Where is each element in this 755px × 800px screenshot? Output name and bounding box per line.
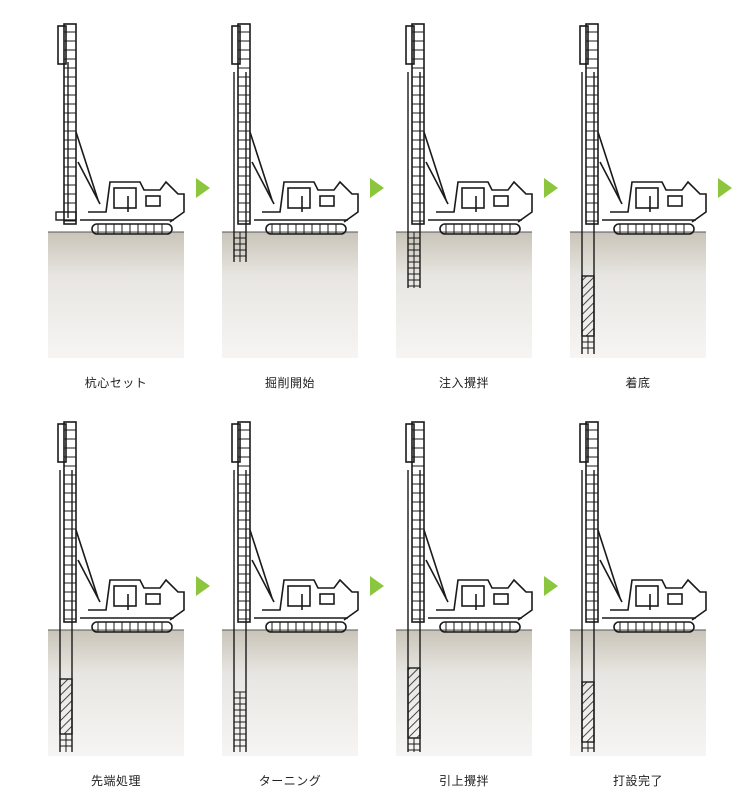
pile-driver-rig <box>579 421 707 633</box>
pile-driver-rig <box>57 23 185 235</box>
step-label: 杭心セット <box>84 376 148 390</box>
bore-rod <box>407 72 421 288</box>
pile-driver-rig <box>405 23 533 235</box>
bore-rod <box>581 470 595 752</box>
process-step-1: 杭心セット <box>48 12 185 397</box>
step-illustration <box>222 421 359 756</box>
step-label: 打設完了 <box>612 774 663 788</box>
next-step-arrow <box>370 576 384 596</box>
ground <box>48 232 184 358</box>
pile-driver-rig <box>405 421 533 633</box>
bore-rod <box>233 72 247 262</box>
process-step-5: 先端処理 <box>48 410 185 795</box>
step-label: 引上攪拌 <box>438 774 489 788</box>
soil-cement-column <box>59 678 73 735</box>
step-label: 着底 <box>625 376 651 390</box>
step-illustration <box>396 23 533 358</box>
process-step-6: ターニング <box>222 410 359 795</box>
step-label: 注入攪拌 <box>438 376 489 390</box>
next-step-arrow <box>718 178 732 198</box>
next-step-arrow <box>196 178 210 198</box>
step-illustration <box>222 23 359 358</box>
step-illustration <box>48 23 185 358</box>
bore-rod <box>59 470 73 752</box>
soil-cement-column <box>581 275 595 337</box>
process-step-4: 着底 <box>570 12 707 397</box>
pile-driver-rig <box>231 23 359 235</box>
bore-rod <box>55 62 77 221</box>
ground <box>222 232 358 358</box>
bore-rod <box>407 470 421 752</box>
step-label: ターニング <box>258 774 322 788</box>
next-step-arrow <box>544 576 558 596</box>
process-step-2: 掘削開始 <box>222 12 359 397</box>
step-illustration <box>48 421 185 756</box>
process-step-7: 引上攪拌 <box>396 410 533 795</box>
ground <box>222 630 358 756</box>
pile-driver-rig <box>579 23 707 235</box>
next-step-arrow <box>544 178 558 198</box>
bore-rod <box>581 72 595 354</box>
process-step-3: 注入攪拌 <box>396 12 533 397</box>
step-illustration <box>570 421 707 756</box>
step-label: 掘削開始 <box>264 376 315 390</box>
pile-driver-rig <box>231 421 359 633</box>
step-illustration <box>570 23 707 358</box>
ground <box>396 232 532 358</box>
next-step-arrow <box>370 178 384 198</box>
bore-rod <box>233 470 247 752</box>
process-step-8: 打設完了 <box>570 410 707 795</box>
pile-driver-rig <box>57 421 185 633</box>
next-step-arrow <box>196 576 210 596</box>
step-illustration <box>396 421 533 756</box>
soil-cement-column <box>407 667 421 739</box>
soil-cement-column <box>581 681 595 743</box>
step-label: 先端処理 <box>90 774 141 788</box>
